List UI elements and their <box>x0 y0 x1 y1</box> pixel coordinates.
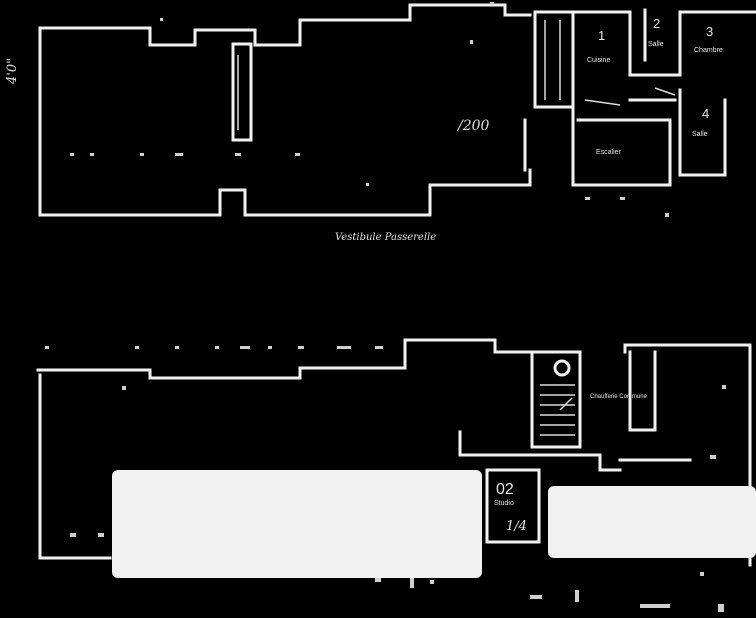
room-1-number: 1 <box>598 28 605 43</box>
room-3-label: Chambre <box>694 47 723 54</box>
lower-east-wall <box>623 343 752 567</box>
room-4-number: 4 <box>702 106 709 121</box>
redacted-area-left <box>112 470 482 578</box>
upper-column <box>231 42 253 142</box>
service-label: Chaufferie Commune <box>590 394 648 400</box>
stair-label: Escalier <box>596 149 622 156</box>
lower-stair-core <box>530 350 582 449</box>
lower-floor-plan: 02 Studio 1/4 Chaufferie Commune <box>36 338 756 612</box>
room-1-label: Cuisine <box>587 57 610 64</box>
upper-north-wall <box>38 3 532 47</box>
room-4-label: Salle <box>692 131 708 138</box>
room-2-number: 2 <box>653 16 660 31</box>
lower-west-wall <box>38 373 112 560</box>
studio-label: Studio <box>494 500 514 507</box>
corridor-note: Vestibule Passerelle <box>335 232 436 243</box>
upper-stair-core <box>533 10 575 109</box>
lower-stair-newel <box>553 359 571 377</box>
lower-corridor-wall <box>458 430 622 472</box>
upper-floor-plan: 4'0" /200 Vestibule Passerelle 1 Cuisine… <box>5 2 756 243</box>
upper-apartment-wall-3 <box>678 88 727 177</box>
room-2-label: Salle <box>648 41 664 48</box>
upper-room-number: /200 <box>456 118 490 134</box>
lower-dimension-ticks <box>45 346 726 612</box>
room-3-number: 3 <box>706 24 713 39</box>
studio-number: 02 <box>496 481 514 498</box>
upper-outer-wall <box>38 26 532 217</box>
upper-apartment-wall-2 <box>571 105 672 187</box>
redacted-area-right <box>548 486 756 558</box>
studio-fraction: 1/4 <box>506 519 527 534</box>
lower-north-wall <box>36 338 532 380</box>
upper-apartment-wall <box>571 10 756 77</box>
lower-service-wall <box>628 350 657 432</box>
studio-room <box>485 468 541 544</box>
lower-stair-treads <box>540 384 575 436</box>
door-swing <box>584 99 621 106</box>
door-swing <box>654 87 676 96</box>
dimension-left-label: 4'0" <box>5 58 20 85</box>
upper-dimension-ticks <box>70 2 669 217</box>
